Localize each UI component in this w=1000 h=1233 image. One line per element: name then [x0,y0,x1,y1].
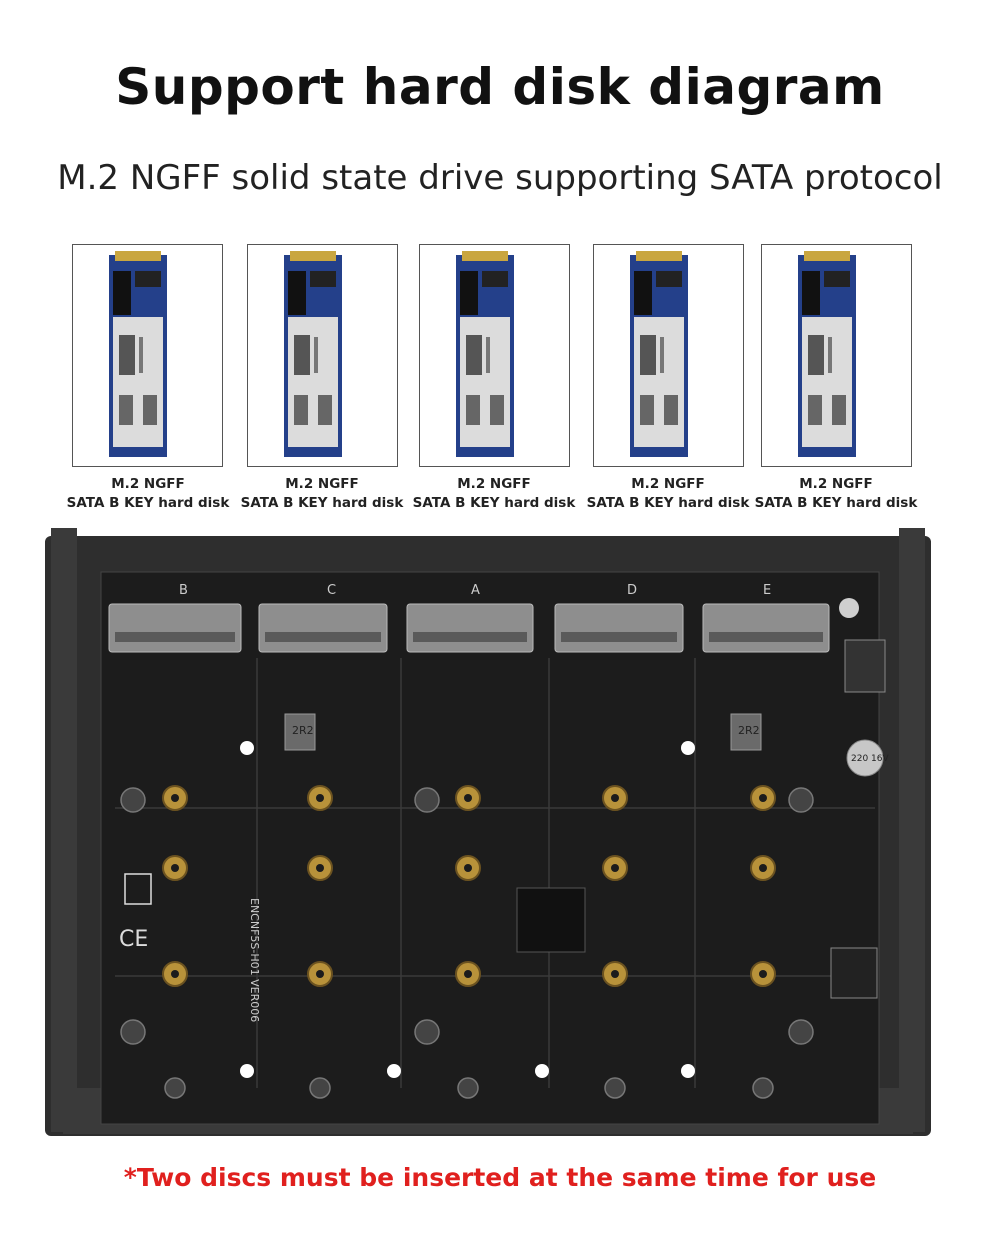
ssd-card-5 [761,244,912,467]
ssd-image [109,251,167,457]
sata-connector [830,947,878,999]
page-subtitle: M.2 NGFF solid state drive supporting SA… [57,158,943,198]
ce-mark: CE [119,927,148,952]
ssd-label-line1: M.2 NGFF [631,476,705,492]
ssd-label-line1: M.2 NGFF [799,476,873,492]
board-photo: B C A D E 2R2 2R2 220 16V CE E [45,528,931,1136]
ssd-label-line2: SATA B KEY hard disk [754,495,918,511]
footnote-warning: *Two discs must be inserted at the same … [123,1163,877,1192]
ssd-label-line2: SATA B KEY hard disk [412,495,576,511]
ssd-card-3 [419,244,570,467]
ssd-card-2 [247,244,398,467]
pcb [100,571,880,1125]
ssd-label-line2: SATA B KEY hard disk [240,495,404,511]
page-title: Support hard disk diagram [115,58,885,116]
ssd-label-5: M.2 NGFF SATA B KEY hard disk [746,475,926,513]
m2-slot-d [554,603,684,653]
ssd-label-line2: SATA B KEY hard disk [586,495,750,511]
ssd-image [284,251,342,457]
slot-letter-d: D [627,583,637,598]
inductor-label-right: 2R2 [738,724,760,737]
slot-letter-b: B [179,583,188,598]
ssd-label-1: M.2 NGFF SATA B KEY hard disk [58,475,238,513]
slot-letter-c: C [327,583,336,598]
controller-chip [516,887,586,953]
ssd-image [456,251,514,457]
m2-slot-a [406,603,534,653]
usb-connector [844,639,886,693]
m2-slot-e [702,603,830,653]
ssd-label-line1: M.2 NGFF [285,476,359,492]
slot-letter-a: A [471,583,480,598]
ssd-label-line1: M.2 NGFF [457,476,531,492]
capacitor-label: 220 16V [851,754,889,764]
m2-slot-b [108,603,242,653]
ssd-label-4: M.2 NGFF SATA B KEY hard disk [578,475,758,513]
inductor-label-left: 2R2 [292,724,314,737]
ssd-label-2: M.2 NGFF SATA B KEY hard disk [232,475,412,513]
m2-slot-c [258,603,388,653]
ssd-label-3: M.2 NGFF SATA B KEY hard disk [404,475,584,513]
ssd-card-4 [593,244,744,467]
ssd-label-line1: M.2 NGFF [111,476,185,492]
board-model: ENCNF5S-H01 VER006 [248,898,261,1022]
slot-letter-e: E [763,583,771,598]
ssd-image [798,251,856,457]
ssd-card-1 [72,244,223,467]
weee-icon [124,873,152,905]
ssd-image [630,251,688,457]
capacitor [846,739,884,777]
ssd-label-line2: SATA B KEY hard disk [66,495,230,511]
